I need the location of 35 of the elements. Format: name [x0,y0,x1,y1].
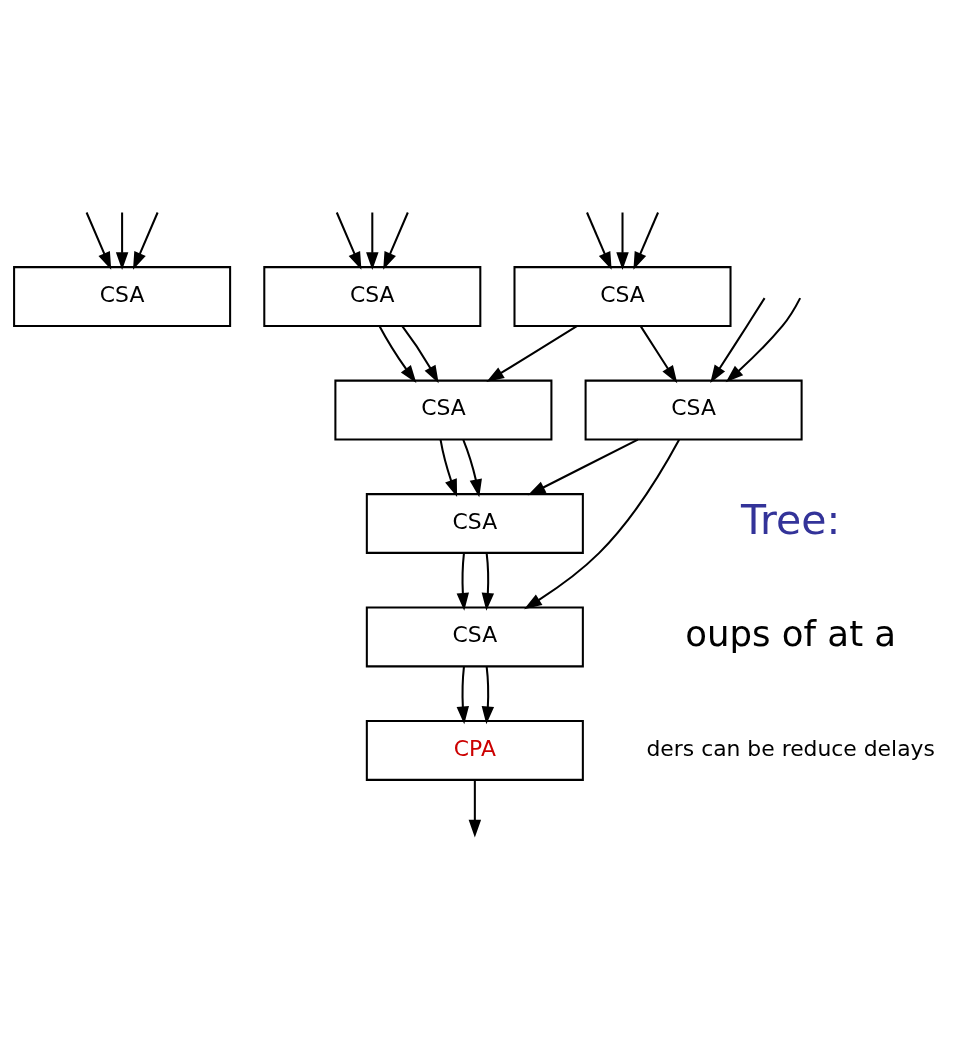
arrow [85,212,112,270]
arrow [481,553,495,611]
label: Tree: [741,495,841,544]
arrow [633,212,659,270]
arrow [378,325,417,384]
arrow [115,212,129,271]
arrow [133,212,159,270]
node-box: CSA [263,266,482,327]
arrow [524,439,680,610]
arrow [401,325,439,384]
arrow [383,212,409,270]
node-box: CSA [584,379,803,441]
arrow [527,438,639,496]
node-box: CSA [334,379,553,441]
node-box: CPA [365,720,584,781]
node-box: CSA [13,266,232,327]
arrow [335,212,362,270]
label: oups of at a [685,612,897,654]
arrow [366,212,379,271]
node-box: CSA [513,266,732,327]
label: ders can be reduce delays [646,735,935,761]
arrow [456,553,470,611]
arrow [456,666,470,725]
arrow [710,297,766,383]
arrow [462,439,482,498]
arrow [481,666,495,725]
arrow [439,439,458,497]
arrow [616,212,629,271]
node-box: CSA [365,606,584,668]
arrow [639,325,678,384]
arrow [725,297,802,383]
arrow [486,325,578,383]
node-box: CSA [365,493,584,554]
arrow [586,212,612,270]
arrow [468,780,482,838]
